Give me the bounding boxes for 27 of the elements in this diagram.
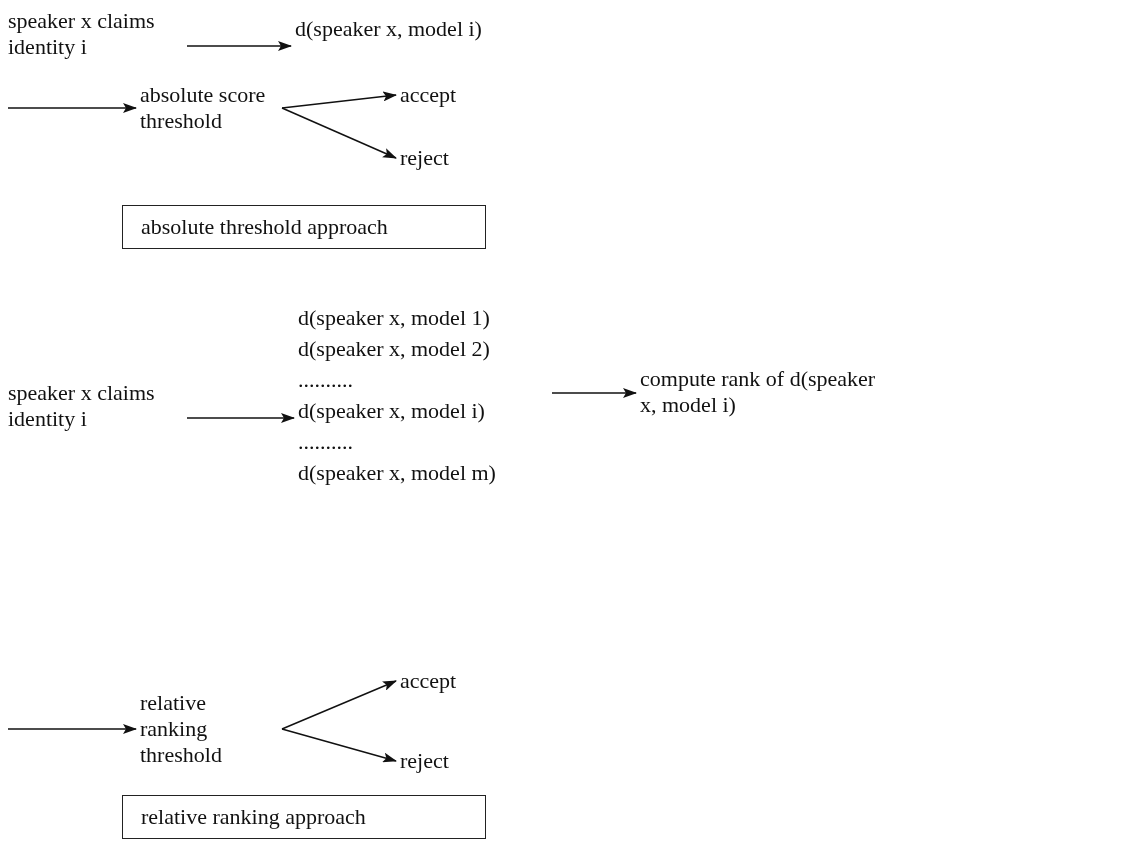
arrow <box>281 107 397 159</box>
decision-label: relative ranking threshold <box>140 690 278 768</box>
decision-label: absolute score threshold <box>140 82 278 134</box>
outcome-label: accept <box>400 82 490 108</box>
speaker-label: speaker x claims identity i <box>8 380 183 432</box>
arrow <box>281 91 397 109</box>
score-text: d(speaker x, model m) <box>298 459 497 487</box>
arrow <box>186 41 292 51</box>
arrow <box>7 103 137 113</box>
score-label: d(speaker x, model i) <box>295 16 525 42</box>
score-text: d(speaker x, model 1) <box>298 304 491 332</box>
score-text: d(speaker x, model i) <box>298 397 486 425</box>
score-text: .......... <box>298 428 354 456</box>
speaker-label: speaker x claims identity i <box>8 8 183 60</box>
outcome-label: reject <box>400 145 490 171</box>
arrow <box>7 724 137 734</box>
arrow <box>551 388 637 398</box>
approach-box: relative ranking approach <box>122 795 486 839</box>
arrow <box>186 413 295 423</box>
approach-box: absolute threshold approach <box>122 205 486 249</box>
arrow <box>281 728 397 763</box>
process-label: compute rank of d(speaker x, model i) <box>640 366 880 418</box>
score-text: .......... <box>298 366 354 394</box>
score-text: d(speaker x, model 2) <box>298 335 491 363</box>
arrow <box>281 680 397 730</box>
outcome-label: reject <box>400 748 490 774</box>
outcome-label: accept <box>400 668 490 694</box>
